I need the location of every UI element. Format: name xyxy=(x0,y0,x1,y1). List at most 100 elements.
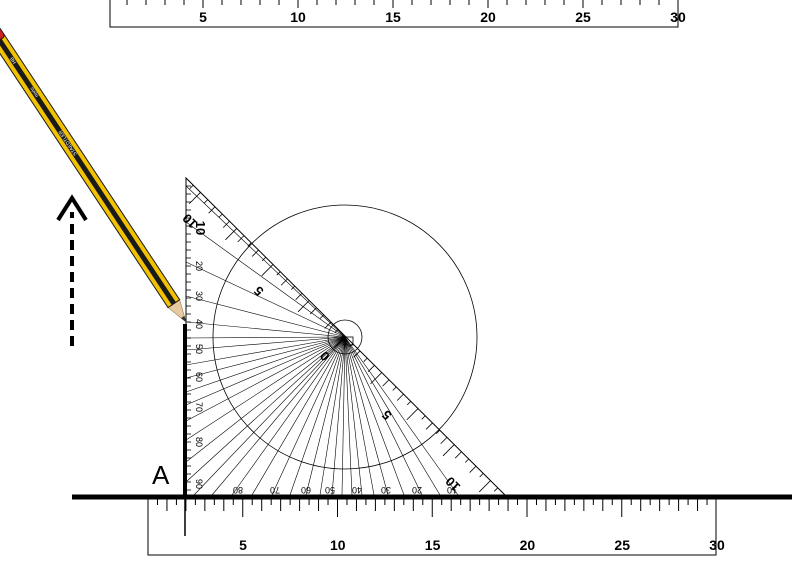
set-square-hyp-tick xyxy=(280,278,288,286)
set-square-hyp-tick xyxy=(454,451,462,459)
set-square-hyp-tick xyxy=(251,249,259,257)
pencil-lead xyxy=(181,315,186,322)
set-square-angle-label: 70 xyxy=(194,402,204,412)
set-square-angle-label: 10 xyxy=(447,485,457,495)
protractor-ray xyxy=(185,336,346,483)
up-arrow-icon xyxy=(56,194,88,346)
protractor-ray xyxy=(344,336,389,496)
set-square-angle-label: 70 xyxy=(270,485,280,495)
set-square-hyp-tick xyxy=(464,458,470,463)
pencil-grade: HB xyxy=(9,55,18,65)
top-ruler-label: 20 xyxy=(480,9,496,25)
set-square-hyp-tick xyxy=(469,465,477,473)
top-ruler-label: 30 xyxy=(670,9,686,25)
protractor-ray xyxy=(185,336,346,406)
set-square-hyp-tick xyxy=(478,480,491,493)
protractor-ray xyxy=(185,336,346,422)
protractor-ray xyxy=(185,295,346,338)
protractor-ray xyxy=(331,336,346,496)
bottom-ruler-label: 20 xyxy=(520,537,536,553)
protractor-ray xyxy=(319,336,346,496)
protractor-ray xyxy=(185,261,346,338)
set-square-hyp-tick xyxy=(188,192,201,205)
set-square-angle-label: 20 xyxy=(412,485,422,495)
protractor-ray xyxy=(185,321,346,338)
set-square-hyp-tick xyxy=(425,422,433,430)
set-square-angle-label: 80 xyxy=(233,485,243,495)
protractor-ray xyxy=(271,336,346,496)
top-ruler-label: 10 xyxy=(290,9,306,25)
set-square-hyp-tick xyxy=(435,429,441,434)
pencil-icon: STAEDTLER noris HB xyxy=(0,26,187,323)
set-square-angle-label: 80 xyxy=(194,437,204,447)
protractor-ray xyxy=(341,336,346,496)
set-square-angle-label: 40 xyxy=(352,485,362,495)
set-square-hyp-tick xyxy=(493,487,499,492)
set-square-hyp-tick xyxy=(382,379,390,387)
protractor-ray xyxy=(185,336,346,379)
set-square-hyp-tick xyxy=(261,256,267,262)
protractor-ray xyxy=(193,336,346,496)
set-square-hyp-tick xyxy=(261,264,274,277)
bottom-ruler-label: 15 xyxy=(425,537,441,553)
bottom-ruler-label: 10 xyxy=(330,537,346,553)
set-square-hyp-tick xyxy=(479,473,484,478)
set-square-hyp-tick xyxy=(406,401,412,406)
set-square-angle-label: 40 xyxy=(194,319,204,329)
set-square-angle-label: 90 xyxy=(194,479,204,489)
top-ruler-outline xyxy=(109,0,679,28)
protractor-ray xyxy=(185,336,346,339)
set-square-angle-label: 30 xyxy=(194,291,204,301)
set-square-hyp-tick xyxy=(203,199,209,204)
protractor-arc xyxy=(212,204,478,470)
arrow-head xyxy=(56,194,88,222)
set-square-hyp-tick xyxy=(406,408,419,421)
set-square-hyp-tick xyxy=(208,206,216,214)
point-label-a: A xyxy=(152,460,170,490)
protractor-ray xyxy=(289,336,346,496)
set-square-protractor xyxy=(185,185,478,496)
set-square-angle-label: 50 xyxy=(325,485,335,495)
top-ruler-label: 25 xyxy=(575,9,591,25)
protractor-ray xyxy=(185,336,346,441)
set-square-hyp-tick xyxy=(218,213,223,218)
top-ruler-ticks xyxy=(126,0,679,8)
protractor-ray xyxy=(185,185,346,338)
pencil-model: noris xyxy=(29,85,40,98)
set-square-hyp-tick xyxy=(421,415,426,420)
protractor-ray xyxy=(211,336,346,496)
bottom-ruler-label: 5 xyxy=(239,537,247,553)
pencil-end-cap xyxy=(0,26,5,44)
set-square-hyp-tick xyxy=(392,386,397,391)
set-square-angle-label: 20 xyxy=(194,261,204,271)
set-square-hyp-tick xyxy=(319,314,325,319)
set-square-hyp-tick xyxy=(440,437,448,445)
bottom-ruler-label: 30 xyxy=(709,537,725,553)
set-square-hyp-tick xyxy=(295,292,303,300)
protractor-ray xyxy=(185,336,346,393)
protractor-ray xyxy=(344,336,441,496)
set-square-hyp-tick xyxy=(396,393,404,401)
set-square-angle-label: 50 xyxy=(194,344,204,354)
top-ruler-label: 5 xyxy=(199,9,207,25)
set-square-hyp-tick xyxy=(363,357,368,362)
set-square-angle-label: 60 xyxy=(194,372,204,382)
protractor-ray xyxy=(251,336,346,496)
protractor-ray xyxy=(185,221,346,338)
protractor-center-mark xyxy=(344,336,354,346)
protractor-ray xyxy=(185,336,346,351)
protractor-ray xyxy=(344,336,353,496)
protractor-ray xyxy=(344,336,375,496)
pencil-body xyxy=(0,33,181,309)
protractor-ray xyxy=(344,336,459,496)
set-square-angle-label: 60 xyxy=(301,485,311,495)
set-square-hyp-tick xyxy=(247,242,252,247)
